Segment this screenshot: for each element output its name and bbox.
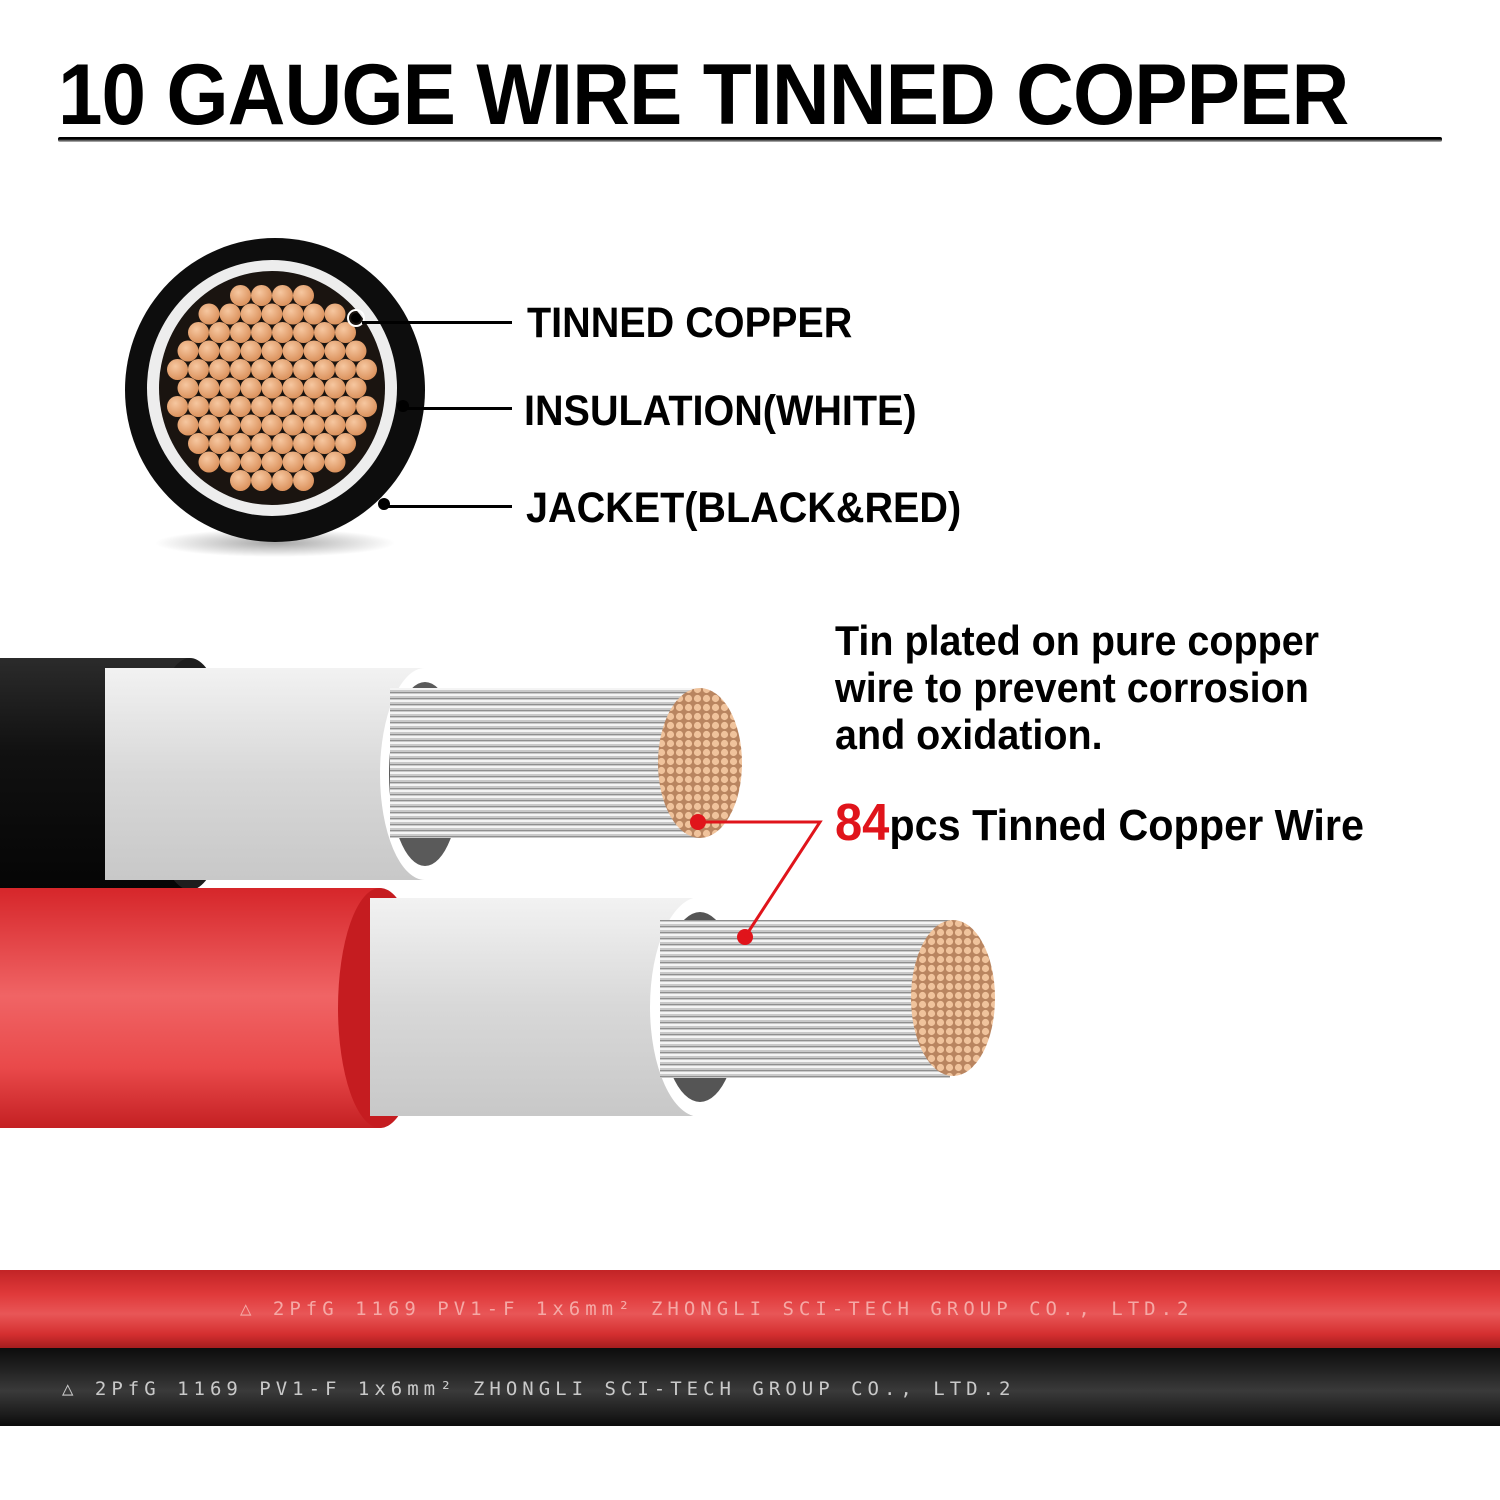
strand-count: 84	[835, 794, 890, 852]
leader-line-jacket	[388, 505, 512, 508]
stripped-cables-icon	[0, 658, 995, 1128]
strand-count-label: pcs Tinned Copper Wire	[889, 801, 1364, 850]
leader-line-insulation	[405, 407, 512, 410]
strand-count-callout: 84pcs Tinned Copper Wire	[835, 797, 1364, 849]
description-line: wire to prevent corrosion	[835, 664, 1309, 711]
red-cable-marking: △ 2PfG 1169 PV1-F 1x6mm² ZHONGLI SCI-TEC…	[240, 1298, 1194, 1320]
label-jacket: JACKET(BLACK&RED)	[526, 484, 962, 532]
label-insulation: INSULATION(WHITE)	[524, 387, 917, 435]
feature-description: Tin plated on pure copper wire to preven…	[835, 617, 1319, 758]
cable-cross-section-icon	[125, 238, 425, 557]
description-line: Tin plated on pure copper	[835, 617, 1320, 664]
page-title: 10 GAUGE WIRE TINNED COPPER	[58, 47, 1349, 143]
leader-line-tinned-copper	[362, 321, 512, 324]
black-cable-marking: △ 2PfG 1169 PV1-F 1x6mm² ZHONGLI SCI-TEC…	[62, 1378, 1016, 1400]
label-tinned-copper: TINNED COPPER	[527, 299, 853, 347]
red-cable-strip: △ 2PfG 1169 PV1-F 1x6mm² ZHONGLI SCI-TEC…	[0, 1270, 1500, 1350]
description-line: and oxidation.	[835, 711, 1103, 758]
black-cable-strip: △ 2PfG 1169 PV1-F 1x6mm² ZHONGLI SCI-TEC…	[0, 1348, 1500, 1426]
title-underline	[58, 137, 1442, 142]
